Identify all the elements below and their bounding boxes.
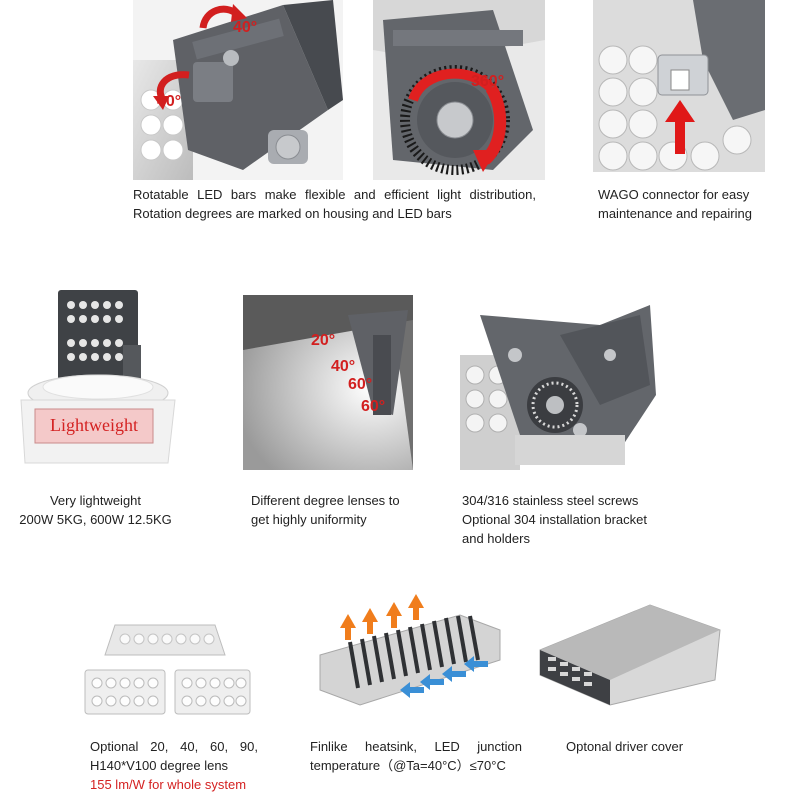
lens-label-60: 60° [348, 376, 372, 393]
caption-line: H140*V100 degree lens [90, 758, 229, 773]
finlike-heatsink-photo [310, 590, 510, 720]
lens-label-20: 20° [311, 332, 335, 349]
caption-line: Different degree lenses to [251, 493, 400, 508]
caption-line: Finlike heatsink, LED junction [310, 739, 522, 754]
caption-line: Optonal driver cover [566, 739, 684, 754]
stainless-screws-photo [460, 295, 656, 470]
degree-lenses-photo: 20° 40° 60° 60° [243, 295, 413, 470]
rotatable-led-bars-photo: 40° 40° [133, 0, 343, 180]
caption-wago-connector: WAGO connector for easy maintenance and … [598, 185, 752, 223]
efficiency-highlight: 155 lm/W for whole system [90, 777, 247, 792]
caption-line: maintenance and repairing [598, 206, 752, 221]
caption-line: Very lightweight [49, 493, 142, 508]
caption-line: 200W 5KG, 600W 12.5KG [19, 512, 172, 527]
rotation-label-360: 360° [471, 73, 504, 90]
caption-line: Rotation degrees are marked on housing a… [133, 206, 452, 221]
caption-line: Rotatable LED bars make flexible and eff… [133, 187, 536, 202]
caption-line: get highly uniformity [251, 512, 367, 527]
caption-line: Optional 20, 40, 60, 90, [90, 739, 258, 754]
caption-degree-lenses: Different degree lenses to get highly un… [251, 491, 400, 529]
caption-driver-cover: Optonal driver cover [566, 737, 683, 756]
lens-label-60-second: 60° [361, 398, 385, 415]
caption-optional-lenses: Optional 20, 40, 60, 90, H140*V100 degre… [90, 737, 258, 794]
rotation-label-40-top: 40° [233, 19, 257, 36]
rotation-label-40-left: 40° [157, 93, 181, 110]
wago-connector-photo [593, 0, 765, 172]
caption-lightweight: Very lightweight 200W 5KG, 600W 12.5KG [13, 491, 178, 529]
lightweight-scale-photo: Lightweight [13, 285, 178, 470]
caption-stainless-screws: 304/316 stainless steel screws Optional … [462, 491, 647, 548]
caption-rotatable-led-bars: Rotatable LED bars make flexible and eff… [133, 185, 536, 223]
caption-line: Optional 304 installation bracket [462, 512, 648, 527]
optional-lenses-photo [75, 615, 255, 720]
caption-finlike-heatsink: Finlike heatsink, LED junction temperatu… [310, 737, 522, 775]
caption-line: and holders [462, 531, 530, 546]
caption-line: WAGO connector for easy [598, 187, 750, 202]
caption-line: 304/316 stainless steel screws [462, 493, 639, 508]
lens-label-40: 40° [331, 358, 355, 375]
lightweight-badge: Lightweight [50, 415, 138, 435]
caption-line: temperature（@Ta=40°C）≤70°C [310, 758, 506, 773]
driver-cover-photo [530, 595, 725, 710]
rotation-360-photo: 360° [373, 0, 545, 180]
